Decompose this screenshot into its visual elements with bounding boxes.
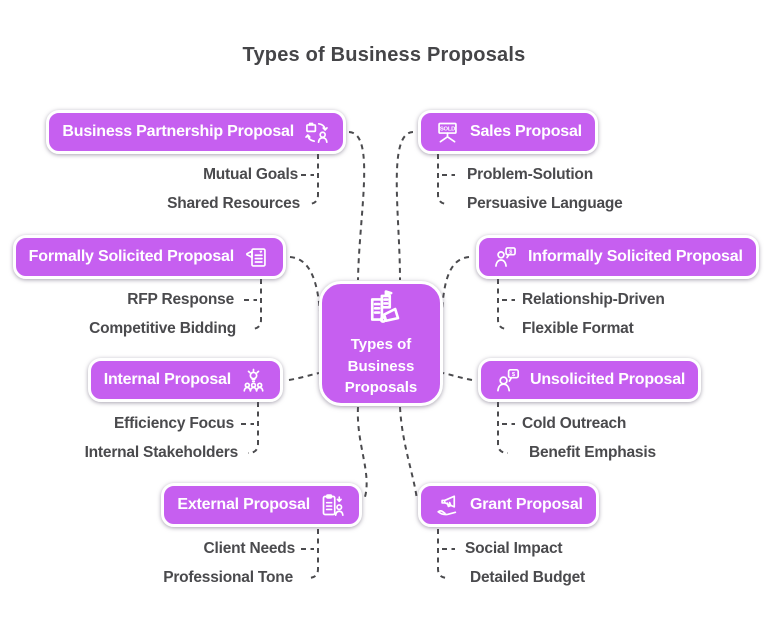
partnership-exchange-icon	[303, 119, 330, 146]
svg-text:♥: ♥	[259, 249, 262, 255]
node-informally-solicited-proposal[interactable]: $ Informally Solicited Proposal	[476, 235, 759, 279]
subitem-mutual-goals: Mutual Goals	[203, 166, 298, 183]
subitem-internal-stakeholders: Internal Stakeholders	[84, 444, 239, 461]
person-dollar-chat-icon: $	[492, 244, 519, 271]
node-internal-proposal[interactable]: Internal Proposal	[87, 358, 283, 402]
center-node-label: Types of Business Proposals	[344, 335, 418, 397]
node-label: Informally Solicited Proposal	[528, 248, 743, 265]
subitem-flexible-format: Flexible Format	[522, 320, 634, 337]
node-label: Internal Proposal	[103, 371, 231, 388]
subitem-relationship-driven: Relationship-Driven	[522, 291, 665, 308]
subitem-client-needs: Client Needs	[203, 540, 296, 557]
subitem-rfp-response: RFP Response	[127, 291, 234, 308]
subitem-shared-resources: Shared Resources	[167, 195, 300, 212]
node-grant-proposal[interactable]: Grant Proposal	[418, 483, 599, 527]
node-label: Unsolicited Proposal	[530, 371, 686, 388]
node-label: Business Partnership Proposal	[62, 123, 294, 140]
node-label: Sales Proposal	[470, 123, 582, 140]
subitem-persuasive-language: Persuasive Language	[467, 195, 623, 212]
buildings-megaphone-icon	[360, 288, 402, 330]
node-formally-solicited-proposal[interactable]: Formally Solicited Proposal ♥	[12, 235, 286, 279]
subitem-efficiency-focus: Efficiency Focus	[114, 415, 234, 432]
subitem-detailed-budget: Detailed Budget	[470, 569, 585, 586]
svg-text:$: $	[509, 249, 513, 255]
hand-megaphone-icon	[434, 492, 461, 519]
node-label: Formally Solicited Proposal	[28, 248, 235, 265]
subitem-benefit-emphasis: Benefit Emphasis	[529, 444, 656, 461]
diagram-title: Types of Business Proposals	[242, 44, 526, 66]
person-dollar-bubble-icon: $	[494, 367, 521, 394]
subitem-problem-solution: Problem-Solution	[467, 166, 593, 183]
node-business-partnership-proposal[interactable]: Business Partnership Proposal	[46, 110, 346, 154]
team-idea-icon	[240, 367, 267, 394]
subitem-competitive-bidding: Competitive Bidding	[89, 320, 236, 337]
node-unsolicited-proposal[interactable]: $ Unsolicited Proposal	[478, 358, 702, 402]
node-label: External Proposal	[177, 496, 310, 513]
svg-text:SOLD: SOLD	[440, 126, 455, 132]
clipboard-person-icon	[319, 492, 346, 519]
subitem-professional-tone: Professional Tone	[163, 569, 293, 586]
node-external-proposal[interactable]: External Proposal	[161, 483, 362, 527]
subitem-social-impact: Social Impact	[465, 540, 563, 557]
node-label: Grant Proposal	[470, 496, 583, 513]
sold-sign-icon: SOLD	[434, 119, 461, 146]
svg-text:$: $	[512, 371, 516, 377]
node-sales-proposal[interactable]: SOLD Sales Proposal	[418, 110, 598, 154]
center-node[interactable]: Types of Business Proposals	[319, 281, 443, 406]
document-announcement-icon: ♥	[243, 244, 270, 271]
subitem-cold-outreach: Cold Outreach	[522, 415, 627, 432]
